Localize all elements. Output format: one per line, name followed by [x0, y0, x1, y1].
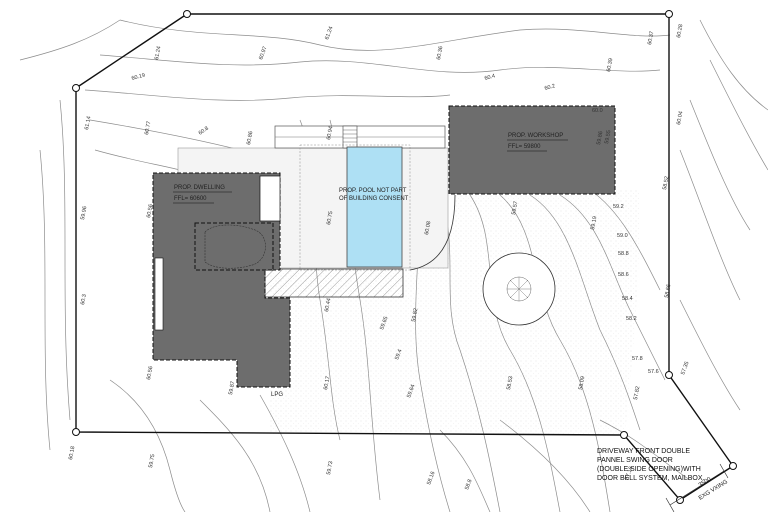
elevation-label: 60.2	[544, 83, 556, 92]
pool	[346, 146, 403, 268]
elevation-label: 60.0	[592, 108, 603, 114]
elevation-label: 58.6	[618, 272, 629, 278]
pool-label-line1: PROP. POOL NOT PART	[339, 188, 407, 194]
elevation-label: 58.16	[426, 471, 436, 486]
elevation-label: 59.65	[379, 316, 389, 331]
elevation-label: 61.24	[324, 26, 334, 41]
driveway-note-line3: (DOUBLE SIDE OPENING)WITH	[597, 466, 701, 473]
elevation-label: 60.3	[80, 294, 88, 306]
driveway-note-line1: DRIVEWAY FRONT DOUBLE	[597, 448, 690, 455]
elevation-label: 57.82	[633, 386, 641, 401]
driveway-edge	[409, 194, 456, 271]
elevation-label: 57.16	[624, 466, 634, 481]
elevation-label: 59.96	[80, 206, 88, 221]
elevation-label: 60.08	[424, 221, 432, 236]
driveway-note-line4: DOOR BELL SYSTEM, MAILBOX.	[597, 475, 705, 482]
elevation-label: 58.2	[626, 316, 637, 322]
driveway-note-line2: PANNEL SWING DOOR	[597, 457, 673, 464]
elevation-label: 59.87	[228, 381, 236, 396]
elevation-label: 58.4	[622, 296, 633, 302]
elevation-label: 58.8	[464, 479, 473, 491]
elevation-label: 61.14	[84, 116, 92, 131]
elevation-label: 59.57	[511, 201, 519, 216]
elevation-label: 59.86	[596, 131, 604, 146]
elevation-label: 60.17	[323, 376, 331, 391]
elevation-label: 60.18	[68, 446, 76, 461]
lpg-label: LPG	[271, 392, 283, 398]
elevation-label: 59.64	[406, 384, 416, 399]
elevation-label: 59.75	[148, 454, 156, 469]
dwelling-ffl: FFL= 60600	[174, 196, 207, 202]
elevation-label: 57.6	[648, 369, 659, 375]
dwelling-title: PROP. DWELLING	[174, 185, 225, 191]
elevation-label: 60.8	[198, 126, 210, 137]
elevation-label: 58.09	[578, 376, 586, 391]
boundary-markers	[72, 10, 737, 504]
elevation-label: 60.56	[146, 366, 154, 381]
elevation-label: 60.56	[146, 204, 154, 219]
elevation-label: 58.52	[662, 176, 670, 191]
elevation-label: 57.35	[680, 361, 690, 376]
elevation-label: 60.36	[436, 46, 444, 61]
elevation-label: 58.8	[618, 251, 629, 257]
dimension-line	[665, 463, 729, 512]
elevation-label: 60.94	[326, 126, 334, 141]
elevation-label: 59.73	[326, 461, 334, 476]
elevation-label: 57.8	[632, 356, 643, 362]
workshop	[448, 105, 616, 195]
terrace	[264, 268, 404, 298]
elevation-label: 59.19	[590, 216, 598, 231]
elevation-label: 60.19	[131, 73, 146, 82]
elevation-label: 60.39	[606, 58, 614, 73]
spot-elevations: 61.24 60.97 60.8 60.4 60.2 60.0 61.14 60…	[68, 24, 691, 491]
elevation-label: 58.53	[506, 376, 514, 391]
elevation-label: 60.97	[258, 46, 268, 61]
pool-edge	[299, 144, 411, 271]
dwelling	[152, 172, 291, 388]
elevation-label: 59.55	[604, 130, 612, 145]
stairs	[342, 125, 358, 149]
elevation-label: 60.37	[647, 31, 655, 46]
workshop-title: PROP. WORKSHOP	[508, 133, 563, 139]
elevation-label: 60.77	[144, 121, 152, 136]
elevation-label: 61.24	[154, 46, 162, 61]
roundabout	[482, 252, 556, 326]
workshop-ffl: FFL= 59800	[508, 144, 541, 150]
elevation-label: 60.4	[484, 73, 496, 82]
pool-label-line2: OF BUILDING CONSENT	[339, 196, 409, 202]
elevation-label: 59.0	[617, 233, 628, 239]
elevation-label: 59.82	[411, 308, 419, 323]
elevation-label: 59.4	[394, 349, 403, 361]
elevation-label: 58.66	[664, 284, 672, 299]
driveway-area	[270, 190, 640, 435]
elevation-label: 60.28	[676, 24, 684, 39]
elevation-label: 60.86	[246, 131, 254, 146]
elevation-label: 60.44	[324, 298, 332, 313]
elevation-label: 60.04	[676, 111, 684, 126]
elevation-label: 60.75	[326, 211, 334, 226]
elevation-label: 59.2	[613, 204, 624, 210]
